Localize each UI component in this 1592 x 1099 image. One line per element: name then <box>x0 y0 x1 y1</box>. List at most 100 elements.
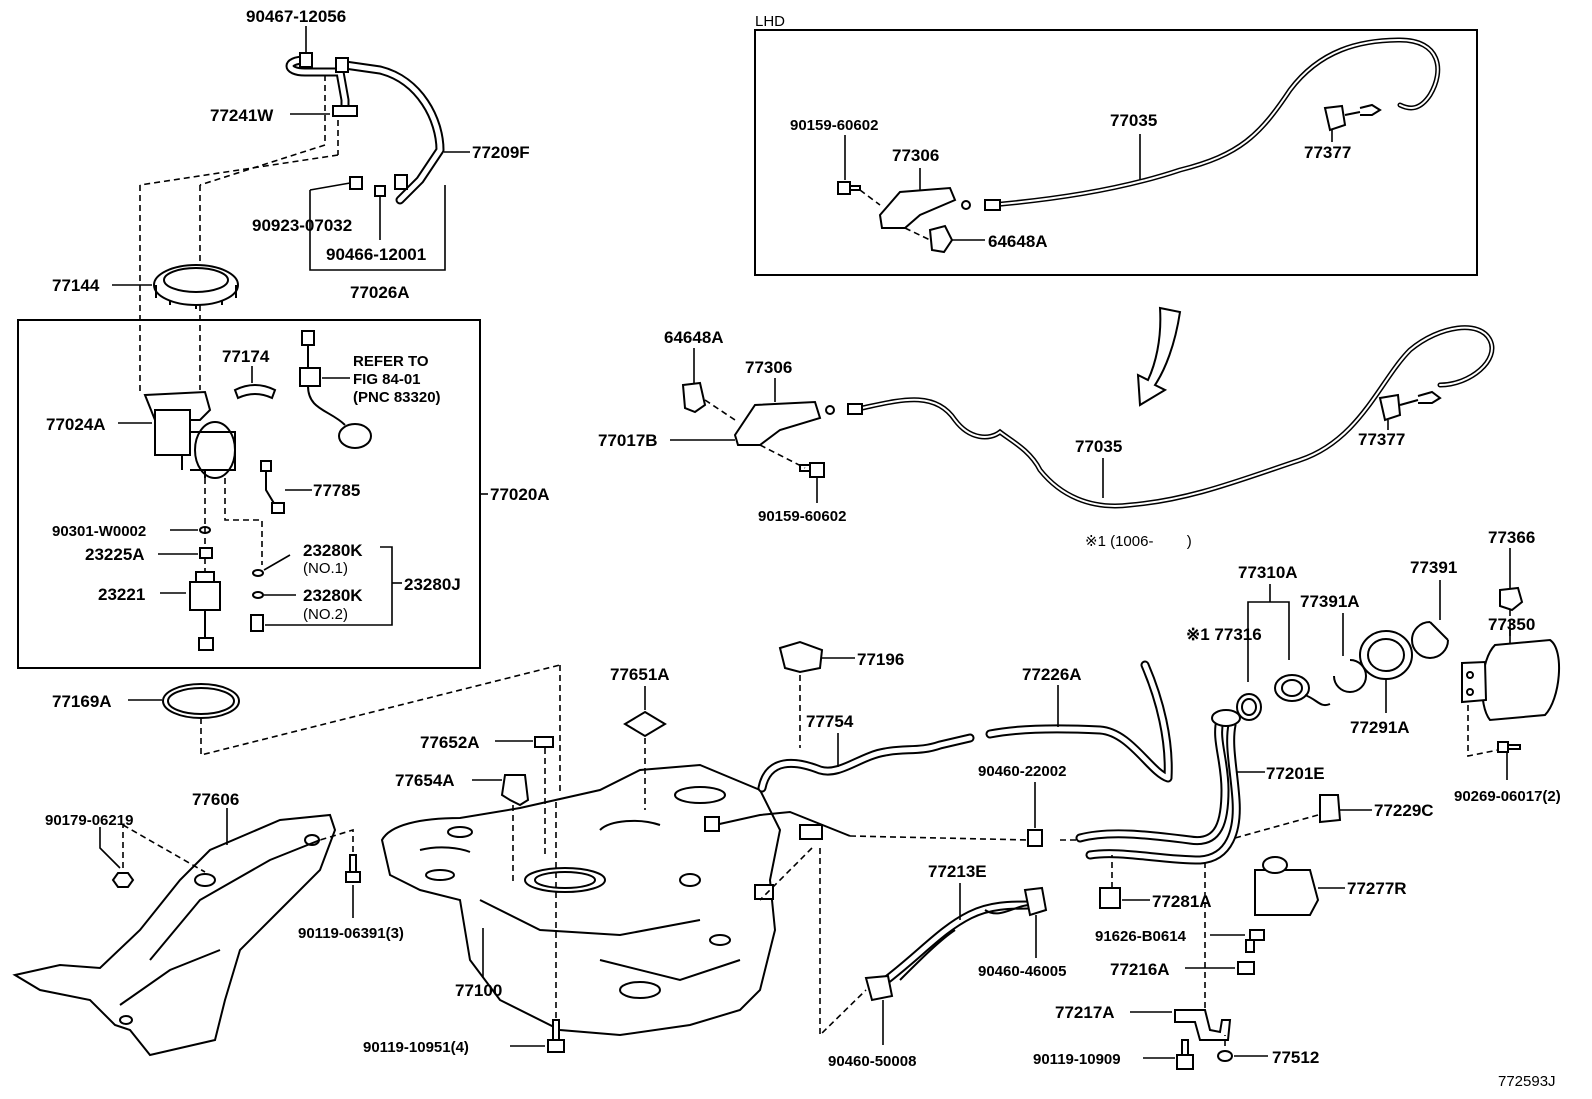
label-23280K-2: 23280K <box>303 586 363 605</box>
lhd-box <box>754 29 1478 276</box>
label-77209F: 77209F <box>472 143 530 162</box>
label-77241W: 77241W <box>210 106 274 125</box>
ring-77391 <box>1411 621 1449 659</box>
label-pnc-83320: (PNC 83320) <box>353 389 441 406</box>
bolt-90119-10909 <box>1176 1039 1194 1070</box>
label-23221: 23221 <box>98 585 145 604</box>
label-64648A-rhd: 64648A <box>664 328 724 347</box>
label-77035-rhd: 77035 <box>1075 437 1122 456</box>
fuel-pump-clip <box>233 384 277 400</box>
seal-23280 <box>250 614 264 632</box>
label-90119-06391: 90119-06391(3) <box>298 925 404 942</box>
note-1006: ※1 (1006- ) <box>1085 533 1192 550</box>
label-77281A: 77281A <box>1152 892 1212 911</box>
label-91626-B0614: 91626-B0614 <box>1095 928 1187 945</box>
pad-77651A <box>623 710 667 738</box>
label-77213E: 77213E <box>928 862 987 881</box>
grommet-77512 <box>1217 1050 1233 1062</box>
label-23280J: 23280J <box>404 575 461 594</box>
cable-77035-lhd <box>987 37 1441 208</box>
label-77377-rhd: 77377 <box>1358 430 1405 449</box>
clamp-77196 <box>778 640 824 674</box>
clamp-90460-50008 <box>864 974 894 1002</box>
gasket-77316 <box>1236 693 1262 721</box>
label-77277R: 77277R <box>1347 879 1407 898</box>
label-77306-rhd: 77306 <box>745 358 792 377</box>
clip-77216A <box>1237 961 1255 975</box>
clamp-90460-46005 <box>1023 886 1048 917</box>
screw-90159-lhd <box>837 181 861 195</box>
label-77310A: 77310A <box>1238 563 1298 582</box>
label-90466-12001: 90466-12001 <box>326 245 426 264</box>
screw-90269 <box>1497 741 1521 753</box>
clamp-77281A <box>1099 887 1121 909</box>
label-64648A-lhd: 64648A <box>988 232 1048 251</box>
label-fig-84-01: FIG 84-01 <box>353 371 421 388</box>
label-77291A: 77291A <box>1350 718 1410 737</box>
heat-insulator <box>12 813 337 1057</box>
label-lhd: LHD <box>755 13 785 30</box>
label-77654A: 77654A <box>395 771 455 790</box>
label-refer-to: REFER TO <box>353 353 429 370</box>
sender-wire <box>260 460 285 514</box>
wire-harness <box>299 330 372 449</box>
label-90923-07032: 90923-07032 <box>252 216 352 235</box>
label-90467-12056: 90467-12056 <box>246 7 346 26</box>
label-90119-10951: 90119-10951(4) <box>363 1039 469 1056</box>
label-77144: 77144 <box>52 276 100 295</box>
gasket-77169A <box>162 683 240 719</box>
filler-pipe-77201E <box>1075 715 1230 846</box>
label-77100: 77100 <box>455 981 502 1000</box>
label-77652A: 77652A <box>420 733 480 752</box>
label-77391: 77391 <box>1410 558 1457 577</box>
label-77216A: 77216A <box>1110 960 1170 979</box>
label-90460-46005: 90460-46005 <box>978 963 1066 980</box>
opener-77306-rhd <box>733 400 822 446</box>
label-77366: 77366 <box>1488 528 1535 547</box>
label-90179-06219: 90179-06219 <box>45 812 133 829</box>
label-77024A: 77024A <box>46 415 106 434</box>
lock-77377-rhd <box>1378 393 1402 422</box>
ring-77391A <box>1333 659 1367 693</box>
label-77606: 77606 <box>192 790 239 809</box>
hinge-77366 <box>1499 586 1524 612</box>
label-77017B: 77017B <box>598 431 658 450</box>
screw-90159-rhd <box>799 462 825 478</box>
label-77217A: 77217A <box>1055 1003 1115 1022</box>
fuel-door-77350 <box>1461 638 1561 722</box>
fuel-tank <box>380 763 851 1037</box>
label-90269-06017: 90269-06017(2) <box>1454 788 1561 805</box>
label-77651A: 77651A <box>610 665 670 684</box>
vent-hose-group <box>139 26 470 395</box>
bolt-91626 <box>1245 929 1265 953</box>
clamp-77654A <box>500 774 530 807</box>
bolt-90119-06391 <box>345 854 361 883</box>
fuel-pump-module <box>143 390 236 479</box>
label-77391A: 77391A <box>1300 592 1360 611</box>
bracket-64648A-lhd <box>928 224 954 254</box>
clamp-77229C <box>1319 794 1342 824</box>
fuel-pump-23221 <box>189 571 221 651</box>
protector-77277R <box>1254 869 1320 916</box>
label-90119-10909: 90119-10909 <box>1033 1051 1121 1068</box>
label-no1: (NO.1) <box>303 560 348 577</box>
label-23280K-1: 23280K <box>303 541 363 560</box>
figure-code: 772593J <box>1498 1073 1556 1090</box>
pad-77652A <box>534 736 554 748</box>
label-77026A: 77026A <box>350 283 410 302</box>
lock-77377-lhd <box>1323 104 1347 132</box>
label-90460-22002: 90460-22002 <box>978 763 1066 780</box>
label-90159-60602-rhd: 90159-60602 <box>758 508 846 525</box>
bolt-90119-10951 <box>547 1019 565 1053</box>
fuel-cap <box>1274 674 1331 706</box>
o-ring-no1 <box>252 569 264 577</box>
label-77785: 77785 <box>313 481 360 500</box>
arrow-icon <box>1136 306 1182 407</box>
label-23225A: 23225A <box>85 545 145 564</box>
label-no2: (NO.2) <box>303 606 348 623</box>
label-77512: 77512 <box>1272 1048 1319 1067</box>
label-77020A: 77020A <box>490 485 550 504</box>
label-77754: 77754 <box>806 712 854 731</box>
label-90159-60602-lhd: 90159-60602 <box>790 117 878 134</box>
label-77174: 77174 <box>222 347 270 366</box>
